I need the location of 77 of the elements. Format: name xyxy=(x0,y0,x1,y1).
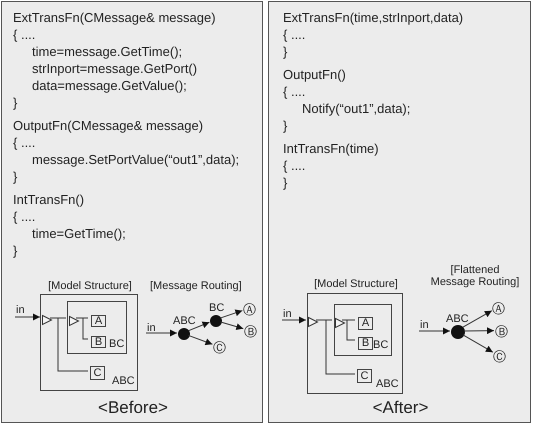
port-label: in xyxy=(147,323,161,337)
code-line: } xyxy=(13,170,18,183)
routing-title: [Flattened Message Routing] xyxy=(430,265,520,288)
model-name: A xyxy=(358,317,373,330)
code-line: IntTransFn(time) xyxy=(283,142,379,155)
arrow xyxy=(14,314,40,320)
code-line: { .... xyxy=(283,159,306,172)
connector-line xyxy=(50,318,88,372)
panel-caption: <After> xyxy=(372,399,430,417)
code-line: data=message.GetValue(); xyxy=(32,79,187,92)
code-line: message.SetPortValue(“out1”,data); xyxy=(32,153,240,166)
output-port: Ⓐ xyxy=(492,302,505,315)
code-line: ExtTransFn(CMessage& message) xyxy=(13,11,216,24)
code-line: { .... xyxy=(13,28,36,41)
output-port: Ⓒ xyxy=(213,341,226,354)
model-name: B xyxy=(91,336,106,348)
port-triangle xyxy=(335,318,345,328)
port-triangle xyxy=(69,316,79,326)
code-line: } xyxy=(13,96,18,109)
model-box xyxy=(67,301,127,354)
model-name: C xyxy=(90,366,105,380)
router-name: ABC xyxy=(446,314,469,325)
model-name: ABC xyxy=(376,379,399,390)
arrow xyxy=(188,322,210,332)
model-name: ABC xyxy=(112,376,135,387)
code-line: { .... xyxy=(283,28,306,41)
model-name: BC xyxy=(373,340,388,351)
routing-title: [Message Routing] xyxy=(150,281,242,292)
router-dot xyxy=(210,315,222,327)
arrow xyxy=(188,334,213,346)
model-name: B xyxy=(358,337,373,350)
arrow xyxy=(418,328,450,334)
code-line: { .... xyxy=(13,210,36,223)
model-box xyxy=(334,304,392,356)
arrow xyxy=(146,330,178,336)
code-line: time=GetTime(); xyxy=(32,227,126,240)
output-port: Ⓒ xyxy=(493,350,506,363)
arrow xyxy=(464,327,494,334)
router-name: BC xyxy=(209,303,224,314)
arrow xyxy=(282,316,306,324)
router-name: ABC xyxy=(173,316,196,327)
arrow xyxy=(462,334,494,353)
code-panel xyxy=(1,1,263,423)
structure-title: [Model Structure] xyxy=(313,279,399,291)
code-line: } xyxy=(13,244,18,257)
connector-line xyxy=(316,320,356,374)
code-line: } xyxy=(283,119,288,132)
port-label: in xyxy=(420,320,434,334)
output-port: Ⓑ xyxy=(244,325,257,338)
arrow xyxy=(220,322,244,330)
model-name: BC xyxy=(109,339,124,350)
port-triangle xyxy=(42,315,52,325)
code-line: { .... xyxy=(283,85,306,98)
code-line: OutputFn() xyxy=(283,68,346,81)
code-line: IntTransFn() xyxy=(13,193,84,206)
panel-caption: <Before> xyxy=(97,399,169,417)
code-line: time=message.GetTime(); xyxy=(32,45,182,58)
port-label: in xyxy=(283,309,299,323)
model-name: C xyxy=(357,369,372,383)
arrow xyxy=(220,310,243,318)
code-line: { .... xyxy=(13,136,36,149)
port-triangle xyxy=(308,317,318,327)
code-line: Notify(“out1”,data); xyxy=(302,102,410,115)
output-port: Ⓐ xyxy=(243,303,256,316)
model-name: A xyxy=(91,315,106,327)
code-panel xyxy=(268,1,531,423)
code-line: } xyxy=(283,176,288,189)
code-line: } xyxy=(283,45,288,58)
code-line: OutputFn(CMessage& message) xyxy=(13,119,204,132)
router-dot xyxy=(178,328,190,340)
structure-title: [Model Structure] xyxy=(47,281,133,293)
port-label: in xyxy=(16,305,32,319)
code-line: ExtTransFn(time,strInport,data) xyxy=(283,11,464,24)
arrow xyxy=(462,310,492,328)
router-dot xyxy=(451,325,465,339)
output-port: Ⓑ xyxy=(495,325,508,338)
code-line: strInport=message.GetPort() xyxy=(32,62,198,75)
